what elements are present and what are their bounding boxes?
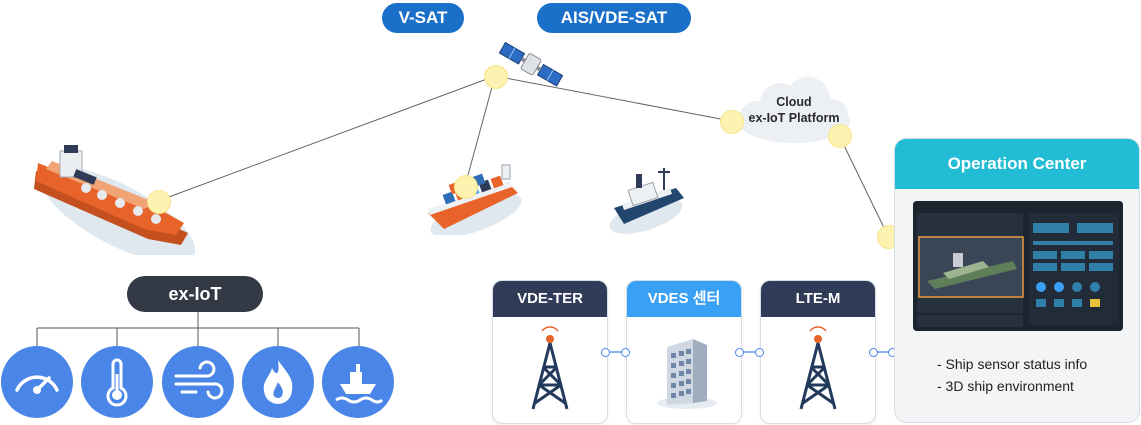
container-ship-icon [428, 164, 522, 235]
station-vde-ter-label: VDE-TER [493, 281, 607, 317]
connector-dot [869, 348, 878, 357]
connector-dot [735, 348, 744, 357]
cloud-label-line1: Cloud [776, 95, 812, 109]
station-lte-m-label: LTE-M [761, 281, 875, 317]
feature-item: - Ship sensor status info [937, 356, 1088, 372]
thermometer-icon [81, 346, 153, 418]
connector-dot [755, 348, 764, 357]
ais-vde-sat-label: AIS/VDE-SAT [537, 3, 691, 33]
node-dot-container-ship [454, 175, 478, 199]
station-vdes-center-label: VDES 센터 [627, 281, 741, 317]
tanker-ship-icon [34, 145, 196, 255]
gauge-icon [1, 346, 73, 418]
operation-center-features: - Ship sensor status info - 3D ship envi… [937, 353, 1087, 397]
connector-dot [601, 348, 610, 357]
link-sat-cloud [494, 75, 732, 122]
feature-item: - 3D ship environment [937, 378, 1074, 394]
link-sat-tanker [157, 75, 496, 202]
cloud-label: Cloud ex-IoT Platform [732, 94, 856, 126]
operation-center-title: Operation Center [895, 139, 1139, 189]
connector-dot [621, 348, 630, 357]
flame-icon [242, 346, 314, 418]
cloud-icon [738, 77, 850, 143]
node-dot-cloud-left [720, 110, 744, 134]
research-vessel-icon [609, 168, 684, 234]
node-dot-cloud-right [828, 124, 852, 148]
antenna-tower-icon [799, 326, 837, 410]
dashboard-screenshot [913, 201, 1123, 331]
operation-center-panel: Operation Center - Sh [894, 138, 1140, 423]
antenna-tower-icon [531, 326, 569, 410]
station-vde-ter: VDE-TER [492, 280, 608, 424]
station-lte-m: LTE-M [760, 280, 876, 424]
cloud-label-line2: ex-IoT Platform [748, 111, 840, 125]
vsat-label: V-SAT [382, 3, 464, 33]
link-sat-container-ship [464, 75, 496, 187]
link-cloud-operation-center [838, 134, 889, 237]
building-icon [657, 339, 717, 409]
node-dot-satellite [484, 65, 508, 89]
ship-wave-icon [322, 346, 394, 418]
wind-icon [162, 346, 234, 418]
station-vdes-center: VDES 센터 [626, 280, 742, 424]
satellite-icon [498, 41, 564, 87]
node-dot-tanker [147, 190, 171, 214]
ex-iot-label: ex-IoT [127, 276, 263, 312]
